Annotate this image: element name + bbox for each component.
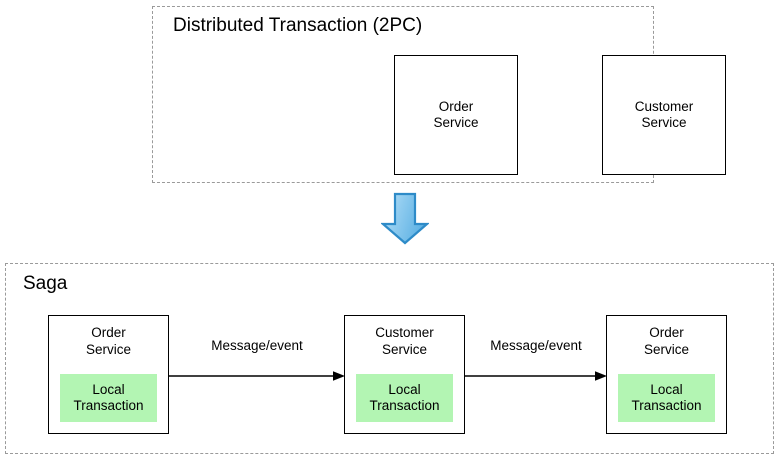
service-label: Order Service (643, 325, 689, 357)
local-transaction-badge: Local Transaction (618, 374, 715, 422)
local-transaction-label: Local Transaction (631, 381, 702, 414)
local-transaction-label: Local Transaction (73, 381, 144, 414)
group-title-2pc: Distributed Transaction (2PC) (173, 15, 423, 36)
arrow-down-icon (380, 192, 430, 245)
arrow-right-icon (465, 371, 607, 381)
local-transaction-label: Local Transaction (369, 381, 440, 414)
local-transaction-badge: Local Transaction (356, 374, 453, 422)
service-label: Customer Service (634, 99, 694, 130)
group-title-saga: Saga (23, 273, 68, 294)
service-box-order-service-saga-2: Order Service Local Transaction (606, 315, 727, 434)
service-label: Order Service (433, 99, 479, 130)
service-box-order-service-saga-1: Order Service Local Transaction (48, 315, 169, 434)
service-box-order-service-2pc: Order Service (394, 55, 518, 175)
service-box-customer-service-2pc: Customer Service (602, 55, 726, 175)
service-box-customer-service-saga: Customer Service Local Transaction (344, 315, 465, 434)
flow-message-event-1: Message/event (169, 338, 345, 389)
service-label: Order Service (85, 325, 131, 357)
flow-message-event-2: Message/event (465, 338, 607, 389)
service-label: Customer Service (375, 325, 434, 357)
flow-label: Message/event (211, 338, 303, 353)
local-transaction-badge: Local Transaction (60, 374, 157, 422)
group-distributed-transaction-2pc: Distributed Transaction (2PC) Order Serv… (152, 6, 726, 183)
arrow-right-icon (169, 371, 345, 381)
flow-label: Message/event (490, 338, 582, 353)
